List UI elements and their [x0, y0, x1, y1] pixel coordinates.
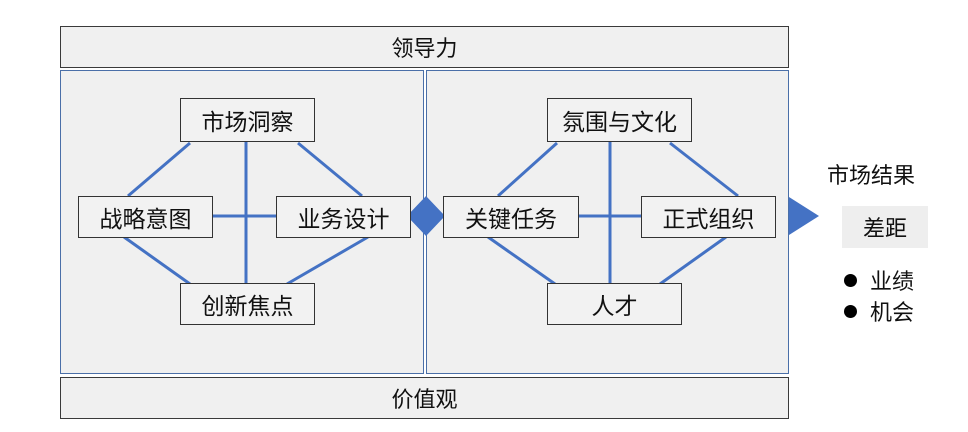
- left-upper-left-connector: [127, 141, 191, 198]
- bullet-dot: [844, 304, 857, 318]
- business-design-box: 业务设计: [276, 196, 411, 238]
- climate-culture-label: 氛围与文化: [562, 110, 677, 136]
- bullet-opportunity: 机会: [844, 295, 914, 327]
- left-lower-right-connector: [286, 235, 369, 286]
- market-insight-box: 市场洞察: [180, 98, 315, 142]
- bullet-opportunity-label: 机会: [870, 301, 915, 326]
- talent-label: 人才: [591, 294, 638, 320]
- right-upper-right-connector: [669, 141, 739, 198]
- formal-organization-box: 正式组织: [641, 196, 776, 238]
- right-lower-left-connector: [487, 235, 556, 286]
- talent-box: 人才: [547, 283, 682, 325]
- key-tasks-box: 关键任务: [443, 196, 579, 238]
- center-diamond-marker: [407, 196, 445, 236]
- formal-organization-label: 正式组织: [662, 207, 755, 233]
- innovation-focus-label: 创新焦点: [201, 294, 294, 320]
- leadership-bar: 领导力: [60, 26, 789, 68]
- values-bar: 价值观: [60, 377, 789, 419]
- strategic-intent-label: 战略意图: [99, 207, 192, 233]
- bullet-performance: 业绩: [844, 264, 914, 296]
- strategic-intent-box: 战略意图: [78, 196, 213, 238]
- right-upper-left-connector: [496, 141, 559, 198]
- climate-culture-box: 氛围与文化: [547, 98, 692, 142]
- bullet-performance-label: 业绩: [870, 270, 915, 295]
- key-tasks-label: 关键任务: [465, 207, 557, 233]
- bullet-dot: [844, 273, 857, 287]
- leadership-label: 领导力: [391, 37, 458, 62]
- gap-label: 差距: [862, 217, 907, 242]
- gap-box: 差距: [842, 206, 928, 248]
- left-lower-left-connector: [123, 235, 191, 286]
- left-upper-right-connector: [297, 141, 363, 198]
- market-insight-label: 市场洞察: [201, 110, 294, 136]
- innovation-focus-box: 创新焦点: [180, 283, 315, 325]
- market-results-title: 市场结果: [827, 164, 916, 189]
- business-design-label: 业务设计: [297, 207, 390, 233]
- values-label: 价值观: [391, 388, 458, 413]
- right-lower-right-connector: [659, 235, 727, 286]
- output-arrow-marker: [789, 197, 819, 235]
